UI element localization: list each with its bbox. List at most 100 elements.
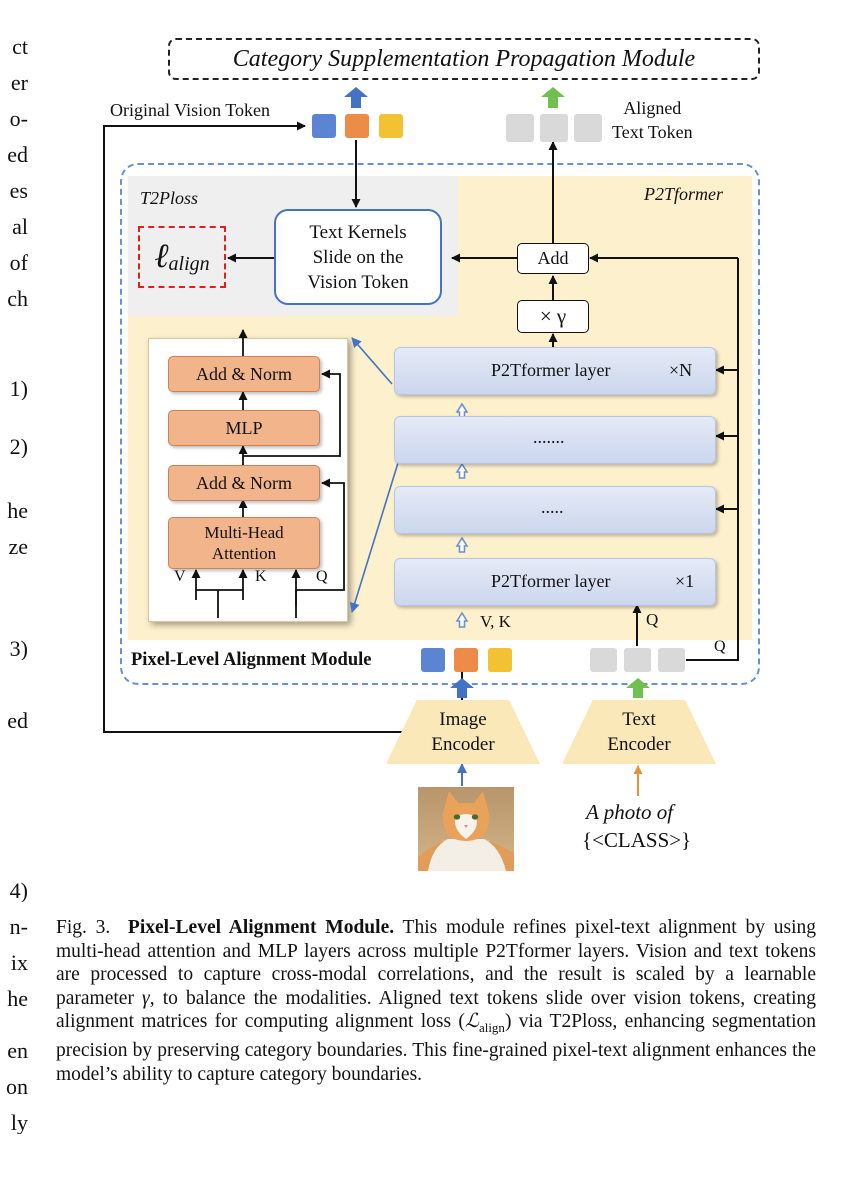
p2tformer-layer-n: P2Tformer layer ×N: [394, 347, 716, 395]
add-norm-bottom-label: Add & Norm: [196, 472, 292, 493]
image-encoder: Image Encoder: [386, 700, 540, 764]
add-box: Add: [517, 243, 589, 274]
csp-module-box: Category Supplementation Propagation Mod…: [168, 38, 760, 80]
caption-prefix: Fig. 3.: [56, 917, 111, 938]
q-layer-label: Q: [646, 610, 659, 629]
aligned-label-line1: Aligned: [623, 98, 682, 118]
left-column-fragment: 4): [9, 880, 28, 902]
zoom-line-bottom: [349, 449, 403, 613]
text-kernels-line2: Slide on the: [312, 246, 404, 268]
layer-n-mult: ×N: [669, 360, 693, 380]
image-encoder-line1: Image: [439, 709, 487, 730]
left-column-fragment: er: [10, 72, 28, 94]
left-column-fragment: 2): [9, 436, 28, 458]
left-column-fragment: 1): [9, 378, 28, 400]
left-column-fragment: of: [9, 252, 28, 274]
green-arrow-text: [626, 678, 650, 698]
v-label: V: [174, 568, 186, 585]
text-kernels-line3: Vision Token: [307, 271, 409, 293]
q-feed-line: [686, 258, 739, 661]
gamma-box: × γ: [517, 300, 589, 333]
mha-line2: Attention: [211, 544, 277, 563]
vision-token-orange: [345, 114, 369, 138]
cat-photo: [418, 787, 514, 871]
vision-token-yellow: [379, 114, 403, 138]
add-norm-bottom-box: Add & Norm: [168, 465, 320, 501]
text-encoder-line2: Encoder: [607, 734, 671, 755]
left-column-fragment: al: [12, 216, 28, 238]
left-column-fragment: es: [9, 180, 28, 202]
main-module-panel: [120, 163, 760, 685]
pla-token-gray-1: [590, 648, 617, 672]
left-column-fragment: ct: [12, 36, 28, 58]
mlp-box: MLP: [168, 410, 320, 446]
left-column-fragment: he: [7, 988, 28, 1010]
aligned-token-1: [506, 114, 534, 142]
left-column-fragment: ix: [10, 952, 28, 974]
text-kernels-line1: Text Kernels: [309, 221, 407, 243]
aligned-token-3: [574, 114, 602, 142]
left-column-fragment: on: [6, 1076, 28, 1098]
mha-line1: Multi-Head: [204, 523, 284, 542]
csp-module-label: Category Supplementation Propagation Mod…: [232, 45, 696, 72]
aligned-token-2: [540, 114, 568, 142]
aligned-text-token-label: Aligned Text Token: [612, 96, 693, 144]
green-arrow-top: [541, 87, 565, 108]
prompt-line2: {<CLASS>}: [582, 828, 692, 852]
add-label: Add: [537, 248, 569, 268]
left-column-fragment: ed: [7, 710, 28, 732]
left-column-fragment: he: [7, 500, 28, 522]
zoom-line-top: [351, 337, 393, 385]
pla-module-label: Pixel-Level Alignment Module: [131, 650, 372, 670]
caption-loss-symbol: ℒ: [464, 1011, 479, 1032]
image-encoder-line2: Encoder: [431, 734, 495, 755]
gamma-label: × γ: [539, 304, 567, 328]
vision-token-blue: [312, 114, 336, 138]
left-column-fragment: ed: [7, 144, 28, 166]
pla-token-gray-3: [658, 648, 685, 672]
left-column-fragment: 3): [9, 638, 28, 660]
blue-arrow-image: [450, 678, 474, 698]
p2tformer-layer-1: P2Tformer layer ×1: [394, 558, 716, 606]
caption-bold-title: Pixel-Level Alignment Module.: [127, 917, 395, 938]
pla-token-yellow: [488, 648, 512, 672]
left-column-fragment: ly: [10, 1112, 28, 1134]
original-vision-token-label: Original Vision Token: [110, 100, 270, 120]
left-column-fragment: n-: [9, 916, 28, 938]
pla-token-orange: [454, 648, 478, 672]
residual-upper: [243, 369, 341, 457]
blue-arrow-top: [344, 87, 368, 108]
caption-text3: ) via T2Ploss, enhancing segmentation pr…: [56, 1011, 816, 1085]
text-kernels-box: Text Kernels Slide on the Vision Token: [274, 209, 442, 305]
loss-symbol: ℓ: [154, 238, 169, 275]
p2tformer-layer-dots1: .....: [394, 486, 716, 534]
k-label: K: [255, 568, 267, 585]
left-column-fragment: ze: [8, 536, 28, 558]
caption-gamma: γ: [142, 987, 150, 1009]
layer-1-mult: ×1: [675, 571, 695, 591]
q-side-label: Q: [714, 638, 726, 655]
text-encoder-line1: Text: [622, 709, 656, 730]
text-encoder: Text Encoder: [562, 700, 716, 764]
layer-1-label: P2Tformer layer: [491, 571, 611, 591]
loss-subscript: align: [168, 252, 210, 275]
mha-box: Multi-Head Attention: [168, 517, 320, 569]
pla-token-blue: [421, 648, 445, 672]
caption-text2: , to balance the modalities. Aligned tex…: [56, 987, 816, 1033]
t2ploss-label: T2Ploss: [140, 188, 199, 208]
caption-loss-sub: align: [478, 1019, 505, 1035]
p2tformer-label: P2Tformer: [644, 184, 724, 204]
left-column-fragment: ch: [7, 288, 28, 310]
pla-token-gray-2: [624, 648, 651, 672]
add-norm-top-box: Add & Norm: [168, 356, 320, 392]
layer-n-label: P2Tformer layer: [491, 360, 611, 380]
layer-dots1-label: .....: [541, 497, 564, 517]
input-vk: [195, 589, 244, 600]
p2tformer-layer-dots2: .......: [394, 416, 716, 464]
left-column-fragment: en: [7, 1040, 28, 1062]
q-label: Q: [316, 568, 328, 585]
prompt-line1: A photo of: [586, 800, 674, 824]
add-norm-top-label: Add & Norm: [196, 363, 292, 384]
caption-text1: This module refines pixel-text alignment…: [56, 917, 816, 1009]
